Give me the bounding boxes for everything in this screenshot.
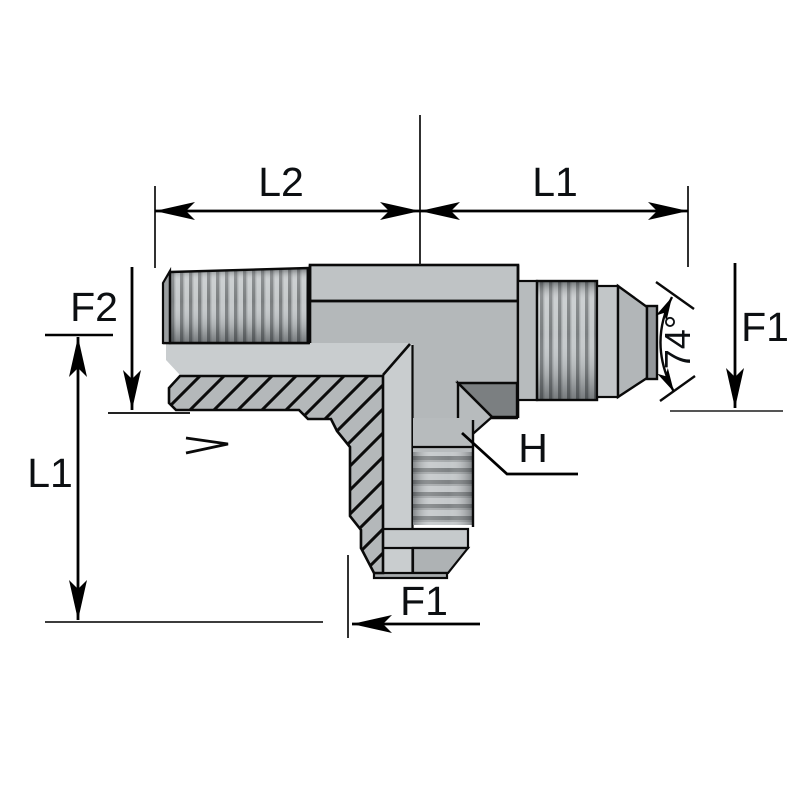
section-hatching [169, 376, 383, 573]
hex-body-top-band [308, 263, 520, 303]
label-l2: L2 [258, 159, 304, 205]
angle-tick-top [655, 281, 695, 310]
angle-tick-bottom [659, 375, 696, 402]
machining-mark-icon [185, 436, 229, 455]
label-f1-bottom: F1 [400, 578, 448, 624]
right-port-shank [516, 279, 539, 402]
label-h: H [518, 425, 548, 471]
label-l1-left: L1 [27, 450, 73, 496]
bottom-port-end-face [372, 571, 449, 580]
right-port-groove [595, 284, 620, 399]
label-l1-top: L1 [532, 159, 578, 205]
h-leader-line [461, 431, 578, 476]
label-f2: F2 [70, 284, 118, 330]
right-port-end-face [645, 304, 659, 381]
label-f1-right: F1 [741, 304, 789, 350]
bore-horizontal [166, 343, 410, 375]
right-port-nose-cone [616, 283, 649, 400]
fitting-body [161, 263, 659, 580]
label-flare-angle: 74° [657, 315, 698, 369]
dimension-annotations: L2 L1 F2 L1 H F1 F1 74° [27, 115, 789, 638]
angle-arc [655, 296, 676, 393]
bottom-port-nose-cone [411, 546, 471, 575]
